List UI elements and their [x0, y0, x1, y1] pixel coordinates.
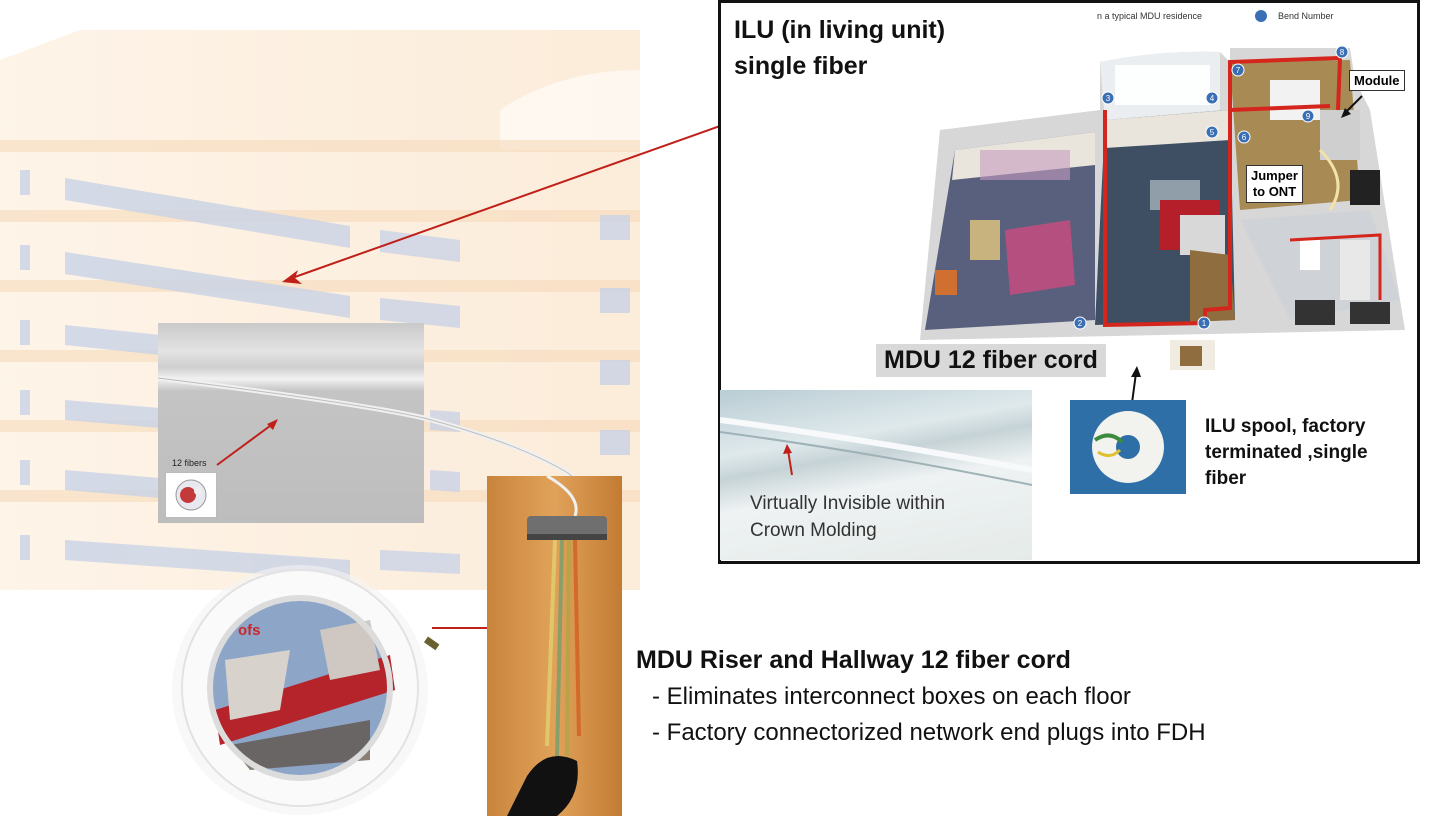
- ilu-title-line1: ILU (in living unit): [734, 16, 946, 44]
- svg-text:3: 3: [1106, 94, 1111, 103]
- ilu-callout-arrow: [282, 125, 721, 284]
- jumper-label: Jumper to ONT: [1246, 165, 1303, 203]
- svg-text:6: 6: [1242, 133, 1247, 142]
- spool-caption-line2: terminated ,single: [1205, 442, 1368, 463]
- cable-reel: [172, 565, 440, 815]
- legend-caption: n a typical MDU residence: [1097, 11, 1203, 21]
- cable-cross-section-thumbnail: [165, 472, 217, 518]
- reel-brand-logo: ofs: [238, 622, 261, 639]
- spool-caption-line3: fiber: [1205, 468, 1247, 489]
- riser-cord-photo: [487, 476, 622, 816]
- mdu-cord-label: MDU 12 fiber cord: [876, 344, 1106, 377]
- fiber-count-label: 12 fibers: [172, 458, 207, 468]
- svg-text:5: 5: [1210, 128, 1215, 137]
- spool-pointer-arrow: [1131, 366, 1141, 404]
- ilu-title-line2: single fiber: [734, 52, 868, 80]
- svg-text:9: 9: [1306, 112, 1311, 121]
- bend-number-legend-icon: [1255, 10, 1267, 22]
- svg-text:8: 8: [1340, 48, 1345, 57]
- molding-text-line2: Crown Molding: [750, 520, 877, 541]
- svg-text:4: 4: [1210, 94, 1215, 103]
- module-pointer-arrow: [1341, 95, 1363, 118]
- riser-bullet-1: - Eliminates interconnect boxes on each …: [652, 683, 1131, 710]
- molding-text-line1: Virtually Invisible within: [750, 493, 946, 514]
- spool-caption-line1: ILU spool, factory: [1205, 416, 1366, 437]
- svg-text:1: 1: [1202, 319, 1207, 328]
- riser-bullet-2: - Factory connectorized network end plug…: [652, 719, 1206, 746]
- riser-title: MDU Riser and Hallway 12 fiber cord: [636, 646, 1071, 674]
- molding-detail: [720, 417, 1032, 486]
- legend-key: Bend Number: [1278, 11, 1334, 21]
- ilu-spool-photo: [1070, 400, 1186, 494]
- svg-text:7: 7: [1236, 66, 1241, 75]
- jumper-label-line1: Jumper: [1251, 168, 1298, 183]
- apartment-floorplan: 1 2 3 4 5 6 7 8 9: [920, 45, 1405, 370]
- jumper-label-line2: to ONT: [1252, 184, 1297, 199]
- module-label: Module: [1349, 70, 1405, 91]
- svg-text:2: 2: [1078, 319, 1083, 328]
- fibers-pointer-arrow: [216, 419, 278, 466]
